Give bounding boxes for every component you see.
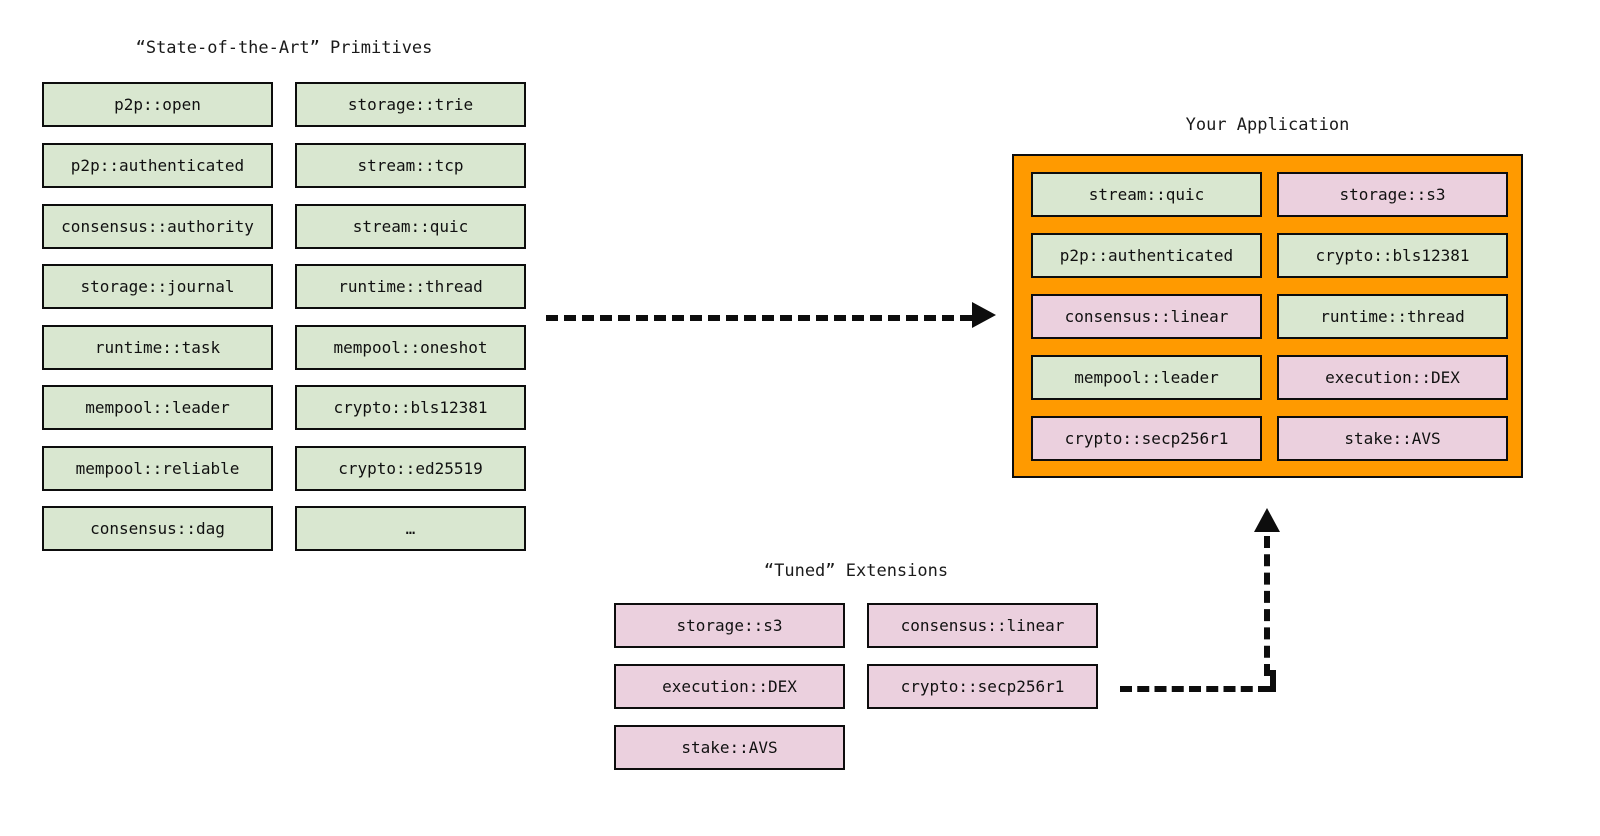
application-box: crypto::bls12381 bbox=[1277, 233, 1508, 278]
extensions-section-title: “Tuned” Extensions bbox=[763, 561, 949, 581]
primitive-box: runtime::thread bbox=[295, 264, 526, 309]
primitive-box: consensus::authority bbox=[42, 204, 273, 249]
application-box: mempool::leader bbox=[1031, 355, 1262, 400]
application-section-title: Your Application bbox=[1185, 115, 1350, 135]
primitive-box: p2p::open bbox=[42, 82, 273, 127]
primitive-box: runtime::task bbox=[42, 325, 273, 370]
extension-box: storage::s3 bbox=[614, 603, 845, 648]
application-panel: stream::quic p2p::authenticated consensu… bbox=[1012, 154, 1523, 478]
application-box: p2p::authenticated bbox=[1031, 233, 1262, 278]
extension-box: crypto::secp256r1 bbox=[867, 664, 1098, 709]
application-box: runtime::thread bbox=[1277, 294, 1508, 339]
extension-box: stake::AVS bbox=[614, 725, 845, 770]
primitive-box: p2p::authenticated bbox=[42, 143, 273, 188]
arrow-primitives-to-application bbox=[546, 315, 972, 321]
application-box: consensus::linear bbox=[1031, 294, 1262, 339]
primitive-box: crypto::bls12381 bbox=[295, 385, 526, 430]
arrowhead-up-icon bbox=[1254, 508, 1280, 532]
application-box: storage::s3 bbox=[1277, 172, 1508, 217]
primitive-box-ellipsis: … bbox=[295, 506, 526, 551]
primitive-box: mempool::reliable bbox=[42, 446, 273, 491]
primitive-box: stream::tcp bbox=[295, 143, 526, 188]
primitive-box: crypto::ed25519 bbox=[295, 446, 526, 491]
arrowhead-right-icon bbox=[972, 302, 996, 328]
primitive-box: mempool::oneshot bbox=[295, 325, 526, 370]
arrow-elbow-corner bbox=[1258, 670, 1276, 692]
primitive-box: consensus::dag bbox=[42, 506, 273, 551]
primitive-box: stream::quic bbox=[295, 204, 526, 249]
arrow-extensions-to-application-horizontal bbox=[1120, 686, 1270, 692]
primitive-box: storage::trie bbox=[295, 82, 526, 127]
application-box: stream::quic bbox=[1031, 172, 1262, 217]
primitive-box: mempool::leader bbox=[42, 385, 273, 430]
extension-box: execution::DEX bbox=[614, 664, 845, 709]
primitives-section-title: “State-of-the-Art” Primitives bbox=[135, 38, 433, 58]
application-box: stake::AVS bbox=[1277, 416, 1508, 461]
primitive-box: storage::journal bbox=[42, 264, 273, 309]
arrow-extensions-to-application-vertical bbox=[1264, 536, 1270, 676]
application-box: execution::DEX bbox=[1277, 355, 1508, 400]
application-box: crypto::secp256r1 bbox=[1031, 416, 1262, 461]
extension-box: consensus::linear bbox=[867, 603, 1098, 648]
